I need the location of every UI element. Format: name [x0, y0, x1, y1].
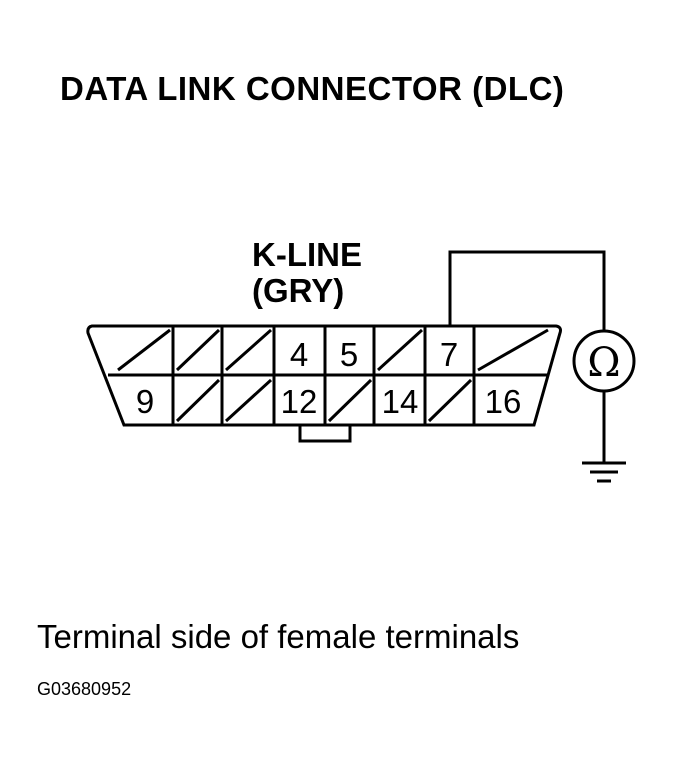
- test-lead-wire: [448, 250, 606, 331]
- ohm-icon: Ω: [587, 340, 620, 386]
- figure-code: G03680952: [37, 679, 132, 699]
- terminal-label: 14: [382, 383, 419, 420]
- ground-icon: [582, 461, 626, 483]
- connector-outline: [86, 324, 562, 427]
- terminal-label: 16: [485, 383, 522, 420]
- k-line-color-label: (GRY): [252, 272, 344, 309]
- terminal-label: 7: [440, 336, 458, 373]
- connector-cell-dividers: [171, 326, 476, 425]
- terminal-label: 9: [136, 383, 154, 420]
- diagram-caption: Terminal side of female terminals: [37, 618, 520, 655]
- empty-cell-hatches: [117, 328, 549, 423]
- terminal-numbers: 4 5 7 9 12 14 16: [136, 336, 522, 420]
- terminal-label: 12: [281, 383, 318, 420]
- terminal-label: 5: [340, 336, 358, 373]
- diagram-title: DATA LINK CONNECTOR (DLC): [60, 70, 565, 107]
- terminal-label: 4: [290, 336, 308, 373]
- connector-key-tab: [298, 425, 352, 443]
- k-line-label: K-LINE: [252, 236, 362, 273]
